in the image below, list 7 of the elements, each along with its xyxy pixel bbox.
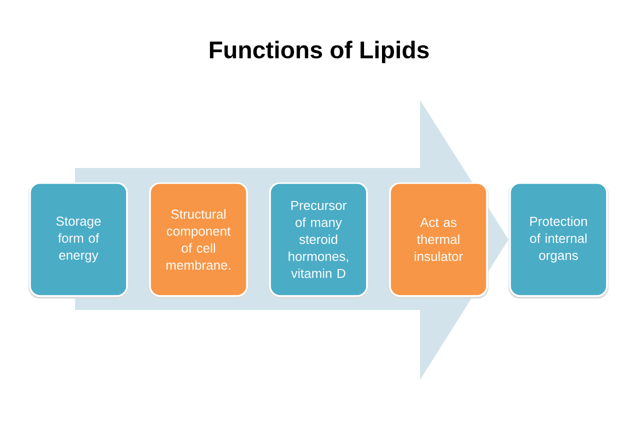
process-box: Storage form of energy bbox=[28, 182, 128, 298]
process-box: Precursor of many steroid hormones, vitamin D bbox=[268, 182, 368, 298]
process-box: Act as thermal insulator bbox=[388, 182, 488, 298]
title: Functions of Lipids bbox=[210, 40, 429, 64]
process-box: Structural component of cell membrane. bbox=[148, 182, 248, 298]
process-box: Protection of internal organs bbox=[508, 182, 608, 298]
block-arrow bbox=[75, 100, 508, 380]
